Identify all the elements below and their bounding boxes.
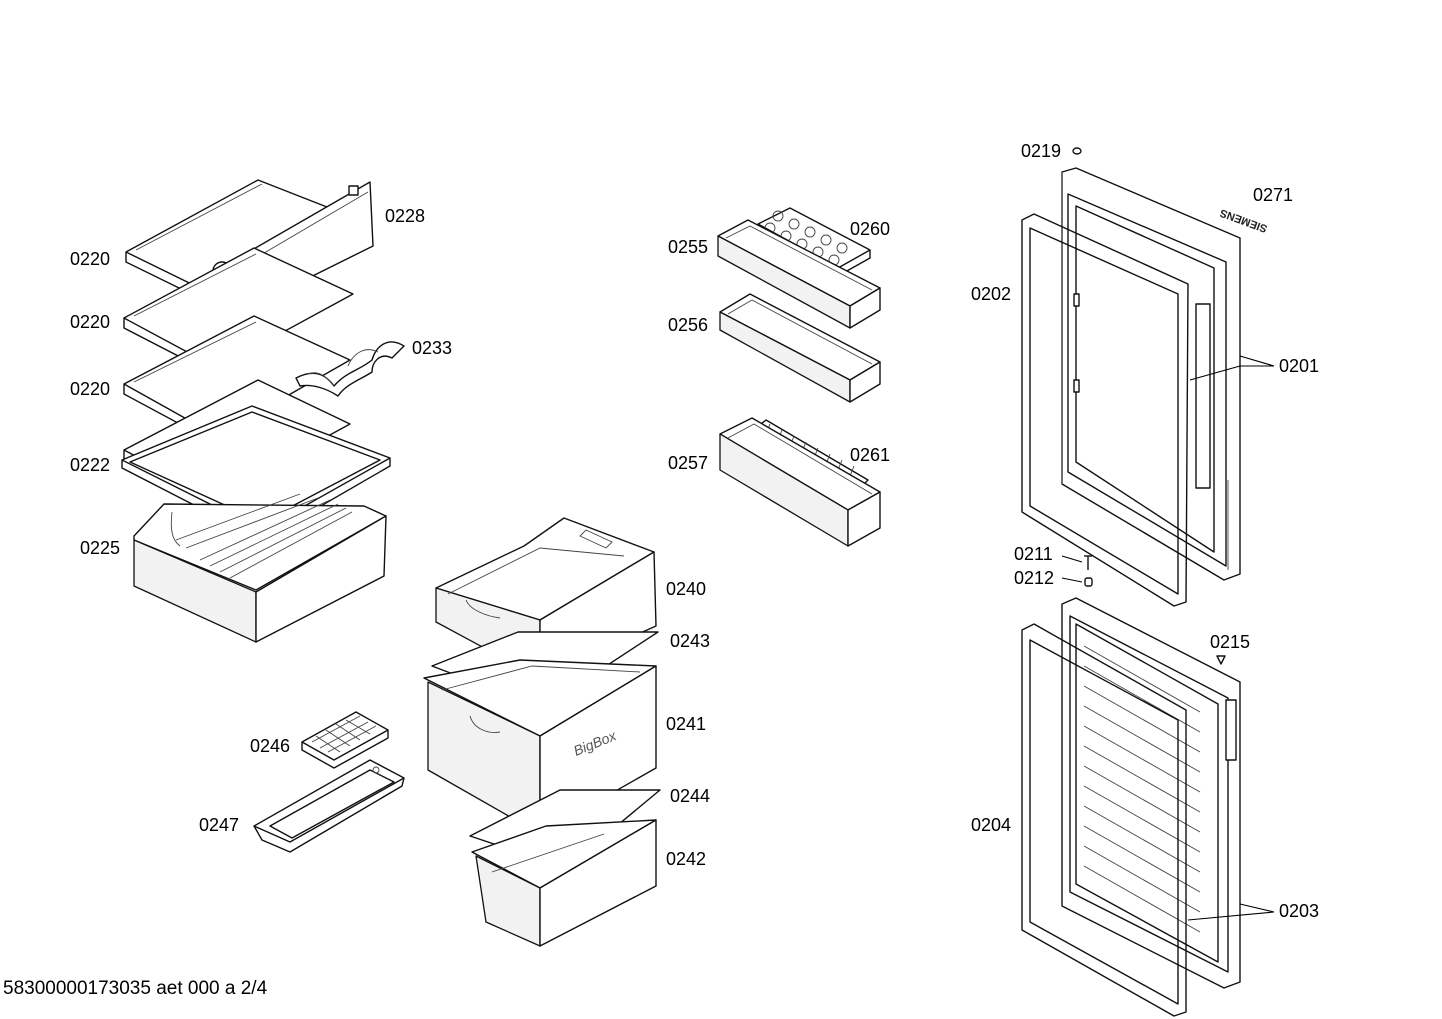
part-label-0271: 0271 xyxy=(1253,185,1293,205)
freezer-door-0203 xyxy=(1061,597,1241,989)
fridge-door-gasket-0202 xyxy=(1021,213,1189,607)
part-label-0228: 0228 xyxy=(385,206,425,226)
drawing-reference-number: 58300000173035 aet 000 a 2/4 xyxy=(3,978,268,999)
door-balcony-0255 xyxy=(717,219,881,329)
part-label-0255: 0255 xyxy=(668,237,708,257)
part-label-0220-c: 0220 xyxy=(70,379,110,399)
part-label-0204: 0204 xyxy=(971,815,1011,835)
freezer-door-gasket-0204 xyxy=(1021,623,1187,1017)
part-label-0260: 0260 xyxy=(850,219,890,239)
part-label-0222: 0222 xyxy=(70,455,110,475)
door-balcony-0256 xyxy=(719,293,881,403)
part-label-0233: 0233 xyxy=(412,338,452,358)
part-label-0219: 0219 xyxy=(1021,141,1061,161)
part-label-0212: 0212 xyxy=(1014,568,1054,588)
door-balcony-0257 xyxy=(719,417,881,547)
freezer-drawer-0242 xyxy=(471,819,657,947)
part-label-0215: 0215 xyxy=(1210,632,1250,652)
hinge-pin-0215 xyxy=(1216,655,1226,665)
part-label-0240: 0240 xyxy=(666,579,706,599)
hinge-cap-0219 xyxy=(1072,147,1082,155)
bottle-rack-0233 xyxy=(295,341,405,397)
part-label-0203: 0203 xyxy=(1279,901,1319,921)
part-label-0246: 0246 xyxy=(250,736,290,756)
part-label-0241: 0241 xyxy=(666,714,706,734)
part-label-0244: 0244 xyxy=(670,786,710,806)
part-label-0242: 0242 xyxy=(666,849,706,869)
part-label-0220-b: 0220 xyxy=(70,312,110,332)
part-label-0220-a: 0220 xyxy=(70,249,110,269)
fridge-door-0201 xyxy=(1061,167,1241,581)
part-label-0243: 0243 xyxy=(670,631,710,651)
part-label-0261: 0261 xyxy=(850,445,890,465)
part-label-0211: 0211 xyxy=(1014,544,1053,564)
part-label-0257: 0257 xyxy=(668,453,708,473)
leader-lines xyxy=(1061,355,1275,921)
vegetable-crisper-0225 xyxy=(133,493,387,643)
siemens-door-logo: SIEMENS xyxy=(1218,206,1269,234)
bushing-0212 xyxy=(1084,577,1093,587)
part-label-0247: 0247 xyxy=(199,815,239,835)
part-label-0201: 0201 xyxy=(1279,356,1319,376)
part-label-0225: 0225 xyxy=(80,538,120,558)
part-label-0202: 0202 xyxy=(971,284,1011,304)
part-label-0256: 0256 xyxy=(668,315,708,335)
screw-0211 xyxy=(1084,555,1092,570)
ice-tray-container-0247 xyxy=(253,759,405,853)
ice-cube-tray-0246 xyxy=(301,711,389,769)
